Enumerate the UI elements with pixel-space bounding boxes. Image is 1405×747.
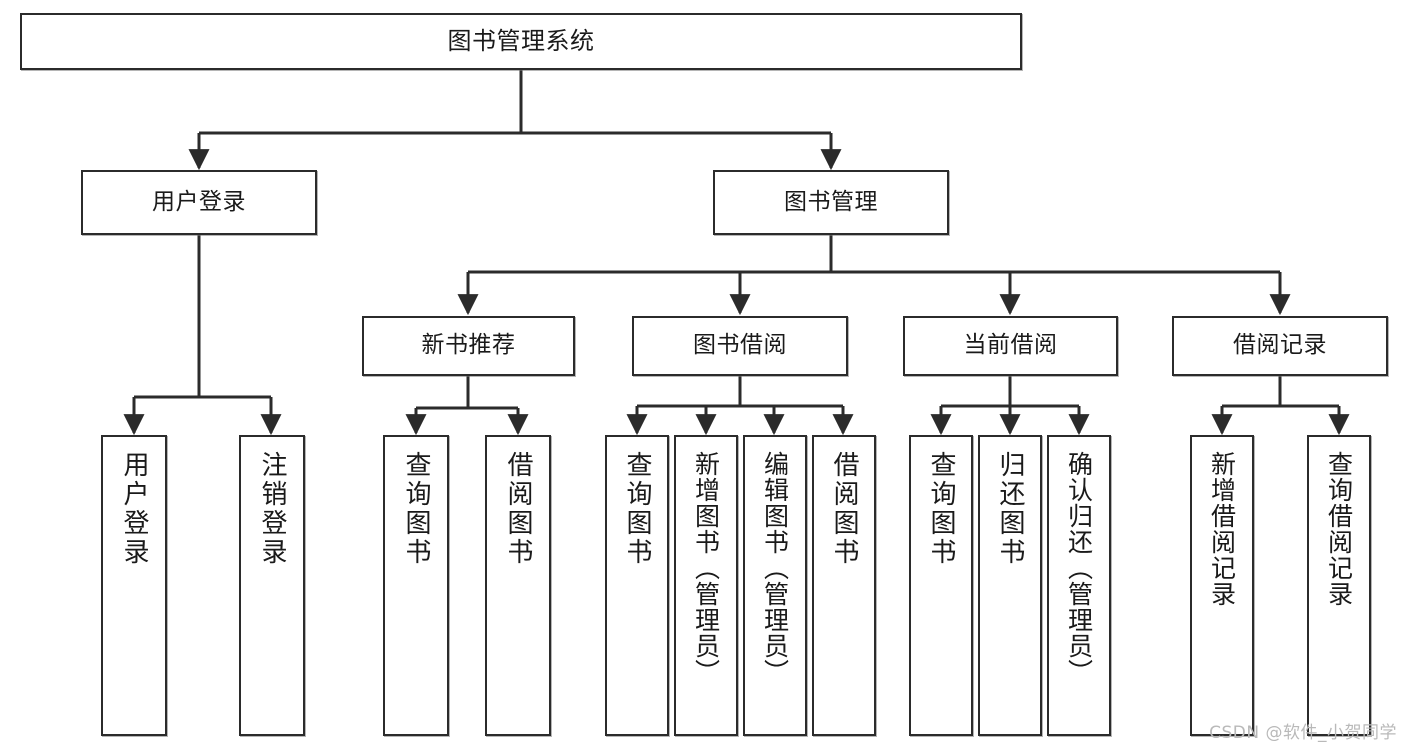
node-label: 新增图书（管理员） xyxy=(691,451,721,685)
node-label: 注销登录 xyxy=(257,451,287,567)
node-label: 查询图书 xyxy=(401,451,431,567)
node-current-borrow[interactable]: 当前借阅 xyxy=(903,316,1118,376)
node-borrow-records[interactable]: 借阅记录 xyxy=(1172,316,1388,376)
node-label: 用户登录 xyxy=(152,188,246,215)
leaf-new-book-query[interactable]: 查询图书 xyxy=(383,435,449,736)
node-label: 图书借阅 xyxy=(693,332,787,359)
node-root-system[interactable]: 图书管理系统 xyxy=(20,13,1022,70)
leaf-borrow-borrow-book[interactable]: 借阅图书 xyxy=(812,435,876,736)
node-new-book-recommend[interactable]: 新书推荐 xyxy=(362,316,575,376)
node-label: 借阅图书 xyxy=(829,451,859,567)
node-label: 确认归还（管理员） xyxy=(1064,451,1094,685)
leaf-current-query-book[interactable]: 查询图书 xyxy=(909,435,973,736)
node-label: 图书管理系统 xyxy=(447,27,595,56)
csdn-watermark: CSDN @软件_小贺同学 xyxy=(1209,723,1397,743)
leaf-records-query-record[interactable]: 查询借阅记录 xyxy=(1307,435,1371,736)
node-label: 归还图书 xyxy=(995,451,1025,567)
leaf-borrow-query-book[interactable]: 查询图书 xyxy=(605,435,669,736)
leaf-new-book-borrow[interactable]: 借阅图书 xyxy=(485,435,551,736)
leaf-user-login-signout[interactable]: 注销登录 xyxy=(239,435,305,736)
node-label: 当前借阅 xyxy=(963,332,1058,359)
node-label: 新增借阅记录 xyxy=(1207,451,1237,607)
node-label: 借阅记录 xyxy=(1233,332,1327,359)
node-label: 查询借阅记录 xyxy=(1324,451,1354,607)
node-label: 新书推荐 xyxy=(421,332,516,359)
leaf-borrow-edit-book-admin[interactable]: 编辑图书（管理员） xyxy=(743,435,807,736)
node-label: 图书管理 xyxy=(784,188,878,215)
leaf-borrow-add-book-admin[interactable]: 新增图书（管理员） xyxy=(674,435,738,736)
node-book-borrow[interactable]: 图书借阅 xyxy=(632,316,848,376)
node-book-management[interactable]: 图书管理 xyxy=(713,170,949,235)
leaf-current-confirm-return-admin[interactable]: 确认归还（管理员） xyxy=(1047,435,1111,736)
node-user-login[interactable]: 用户登录 xyxy=(81,170,317,235)
node-label: 查询图书 xyxy=(926,451,956,567)
node-label: 编辑图书（管理员） xyxy=(760,451,790,685)
leaf-records-add-record[interactable]: 新增借阅记录 xyxy=(1190,435,1254,736)
node-label: 查询图书 xyxy=(622,451,652,567)
leaf-current-return-book[interactable]: 归还图书 xyxy=(978,435,1042,736)
leaf-user-login-signin[interactable]: 用户登录 xyxy=(101,435,167,736)
node-label: 借阅图书 xyxy=(503,451,533,567)
node-label: 用户登录 xyxy=(119,451,149,567)
